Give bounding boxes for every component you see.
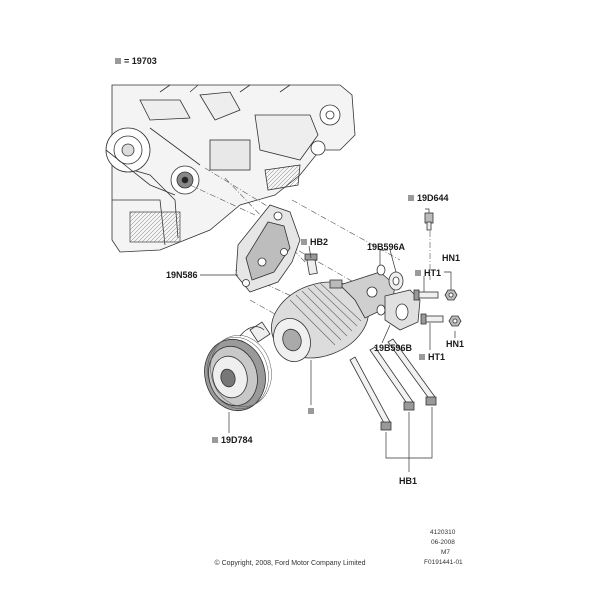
- hb1-leader-lines: [385, 407, 433, 472]
- fitting-block: [376, 289, 421, 331]
- reference-model: M7: [441, 549, 451, 556]
- o-ring-19B596A: [376, 264, 404, 291]
- nut-HN1-upper: [444, 289, 458, 301]
- stud-HT1-upper: [413, 289, 439, 301]
- callout-HN1-upper: HN1: [442, 253, 460, 263]
- callout-compressor-marker: [308, 406, 317, 416]
- callout-marker: [301, 239, 307, 245]
- callout-19B596A: 19B596A: [367, 242, 405, 252]
- nut-HN1-lower: [448, 315, 462, 327]
- legend-text: = 19703: [124, 56, 157, 66]
- engine-block-illustration: [105, 84, 356, 253]
- bolt-19D644: [424, 212, 434, 231]
- callout-HT1-lower: HT1: [419, 352, 445, 362]
- callout-19B596B: 19B596B: [374, 343, 412, 353]
- callout-marker: [212, 437, 218, 443]
- callout-text: HB2: [310, 237, 329, 247]
- callout-text: 19D784: [221, 435, 253, 445]
- figure-number: F0191441-01: [424, 559, 463, 566]
- callout-marker: [308, 408, 314, 414]
- callout-marker: [415, 270, 421, 276]
- callout-HB1: HB1: [399, 476, 417, 486]
- mounting-bracket-19N586: [235, 204, 301, 293]
- callout-19D784: 19D784: [212, 435, 253, 445]
- callout-HB2: HB2: [301, 237, 328, 247]
- reference-code: 4120310: [430, 529, 456, 536]
- callout-text: 19B596A: [367, 242, 406, 252]
- callout-text: HB1: [399, 476, 418, 486]
- callout-19N586: 19N586: [166, 270, 198, 280]
- callout-text: 19B596B: [374, 343, 413, 353]
- copyright-notice: © Copyright, 2008, Ford Motor Company Li…: [214, 560, 366, 567]
- part-legend: = 19703: [115, 56, 157, 66]
- callout-text: HN1: [442, 253, 461, 263]
- stud-HT1-lower: [420, 313, 444, 325]
- callout-text: 19D644: [417, 193, 449, 203]
- callout-HN1-lower: HN1: [446, 339, 464, 349]
- callout-text: 19N586: [166, 270, 198, 280]
- callout-text: HT1: [428, 352, 446, 362]
- bolts-HB1: [349, 338, 437, 431]
- clutch-pulley-19D784: [204, 335, 272, 412]
- callout-text: HT1: [424, 268, 442, 278]
- callout-marker: [408, 195, 414, 201]
- legend-marker-square: [115, 58, 121, 64]
- callout-leader-lines: [200, 208, 456, 433]
- callout-text: HN1: [446, 339, 465, 349]
- callout-HT1-upper: HT1: [415, 268, 441, 278]
- reference-date: 06-2008: [431, 539, 455, 546]
- callout-19D644: 19D644: [408, 193, 449, 203]
- callout-marker: [419, 354, 425, 360]
